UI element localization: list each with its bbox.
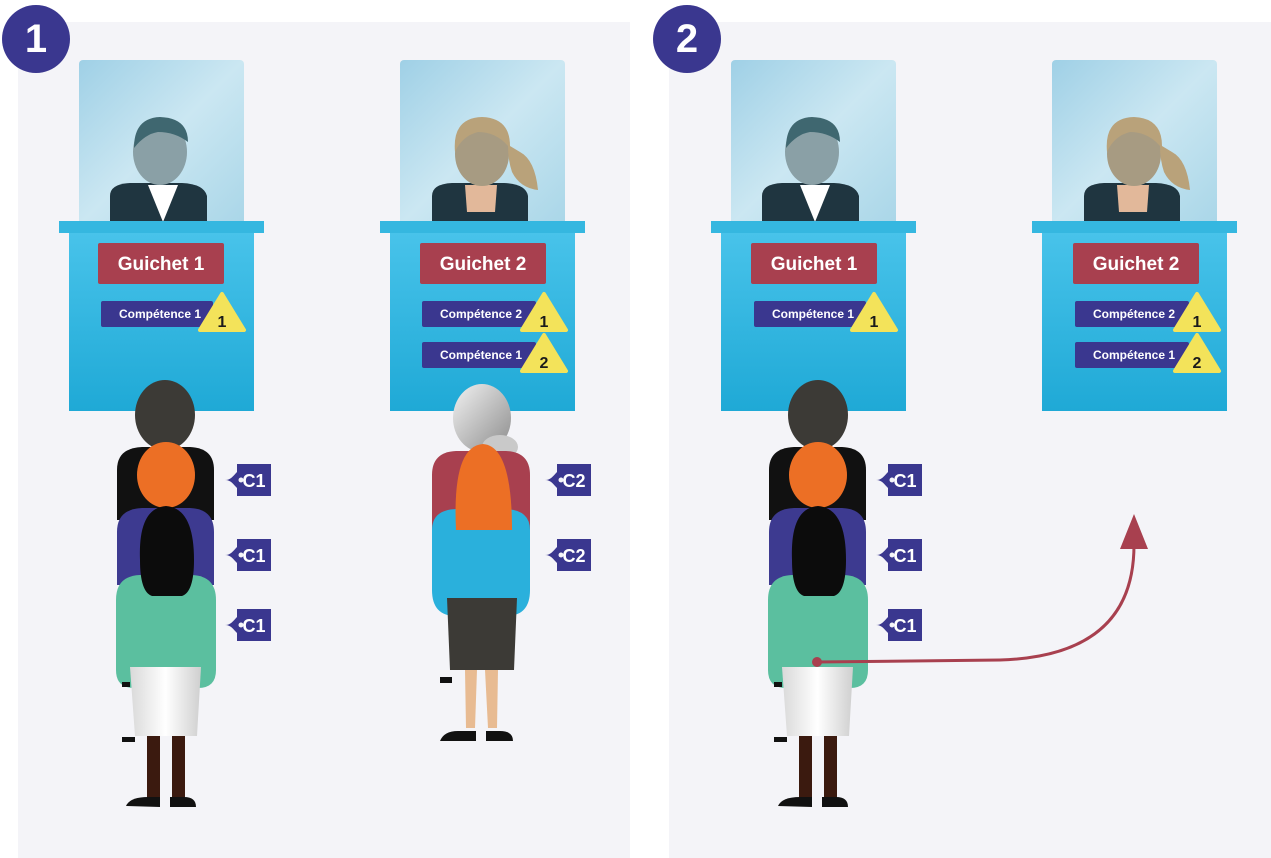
skill-chip-label: Compétence 1 bbox=[772, 307, 854, 321]
customer-tag-label: C1 bbox=[242, 616, 265, 636]
counter-label-guichet2: Guichet 2 bbox=[1093, 254, 1180, 275]
customer-tag-label: C2 bbox=[562, 471, 585, 491]
skill-chip-label: Compétence 2 bbox=[1093, 307, 1175, 321]
skill-chip-label: Compétence 1 bbox=[440, 348, 522, 362]
priority-number: 1 bbox=[218, 314, 227, 331]
customer-tag-label: C1 bbox=[242, 546, 265, 566]
skill-chip-label: Compétence 1 bbox=[1093, 348, 1175, 362]
customer-tag-label: C1 bbox=[893, 471, 916, 491]
customer-tag-label: C1 bbox=[242, 471, 265, 491]
counter-label-guichet2: Guichet 2 bbox=[440, 254, 527, 275]
priority-number: 2 bbox=[540, 355, 549, 372]
skill-chip-label: Compétence 2 bbox=[440, 307, 522, 321]
counter-label-guichet1: Guichet 1 bbox=[771, 254, 858, 275]
skill-chip-label: Compétence 1 bbox=[119, 307, 201, 321]
arrow-head bbox=[1120, 514, 1148, 549]
step-badge-1: 1 bbox=[2, 5, 70, 73]
priority-number: 2 bbox=[1193, 355, 1202, 372]
priority-number: 1 bbox=[1193, 314, 1202, 331]
step-badge-2: 2 bbox=[653, 5, 721, 73]
priority-number: 1 bbox=[870, 314, 879, 331]
customer-tag-label: C2 bbox=[562, 546, 585, 566]
counter-panel2-guichet1 bbox=[711, 60, 916, 411]
counter-label-guichet1: Guichet 1 bbox=[118, 254, 205, 275]
queue-panel1-guichet2 bbox=[432, 384, 530, 741]
priority-number: 1 bbox=[540, 314, 549, 331]
counter-panel1-guichet1 bbox=[59, 60, 264, 411]
customer-tag-label: C1 bbox=[893, 616, 916, 636]
customer-tag-label: C1 bbox=[893, 546, 916, 566]
queue-panel2-guichet1 bbox=[768, 380, 868, 807]
queue-panel1-guichet1 bbox=[116, 380, 216, 807]
